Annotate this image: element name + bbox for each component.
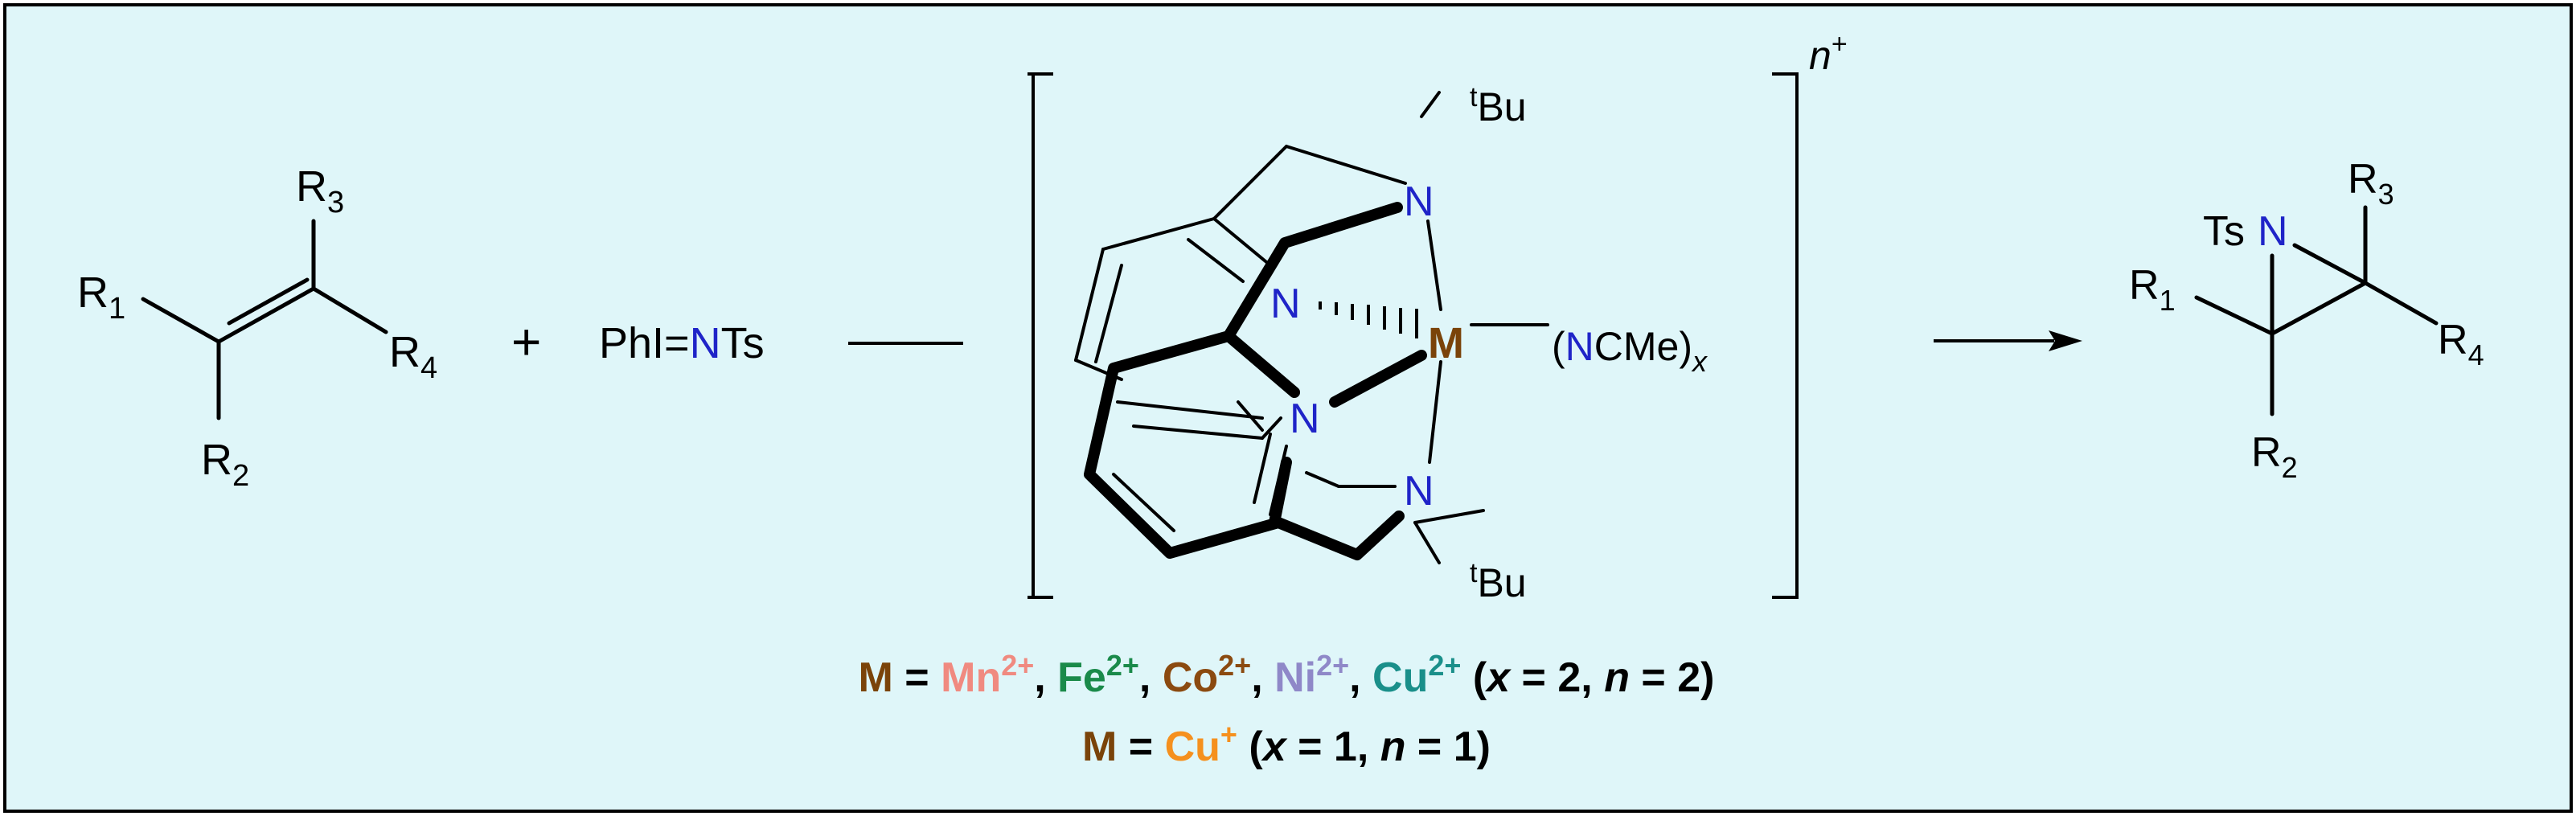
complex-bold-bonds <box>1084 202 1427 560</box>
nitrogen-top: N <box>1404 178 1434 225</box>
metal-legend-line-2: M = Cu+ (x = 1, n = 1) <box>1082 718 1491 770</box>
oxidant-formula: PhI=NTs <box>599 319 765 367</box>
nitrogen-middle: N <box>1290 396 1320 442</box>
alkene-r1: R1 <box>77 269 125 326</box>
complex-brackets <box>1028 72 1799 599</box>
plus-sign: + <box>511 313 541 371</box>
left-bracket-hooks <box>1033 72 1053 599</box>
metal-legend-line-1: M = Mn2+, Fe2+, Co2+, Ni2+, Cu2+ (x = 2,… <box>859 649 1715 701</box>
tbu-bottom: tBu <box>1470 558 1527 605</box>
hashed-bond <box>1319 301 1418 338</box>
nitrogen-bottom: N <box>1404 468 1434 515</box>
nitrogen-left: N <box>1270 281 1301 327</box>
reaction-arrow <box>1934 330 2082 351</box>
metal-center: M <box>1428 319 1464 367</box>
product-ts: Ts <box>2203 208 2245 255</box>
acetonitrile-ligand: (NCMe)x <box>1552 324 1708 378</box>
alkene-r3: R3 <box>296 162 344 219</box>
product-r1: R1 <box>2129 262 2176 317</box>
complex-charge: n+ <box>1809 29 1848 78</box>
bold-ring-inner-lines <box>1112 473 1175 532</box>
product-r4: R4 <box>2438 317 2484 371</box>
alkene-structure <box>141 219 388 420</box>
product-nitrogen: N <box>2258 208 2288 255</box>
aziridine-structure <box>2194 205 2439 416</box>
alkene-r4: R4 <box>389 328 437 385</box>
alkene-r2: R2 <box>201 436 249 493</box>
product-r3: R3 <box>2348 156 2394 211</box>
product-r2: R2 <box>2251 429 2298 484</box>
tbu-top: tBu <box>1470 82 1527 129</box>
scheme-frame <box>3 3 2573 813</box>
